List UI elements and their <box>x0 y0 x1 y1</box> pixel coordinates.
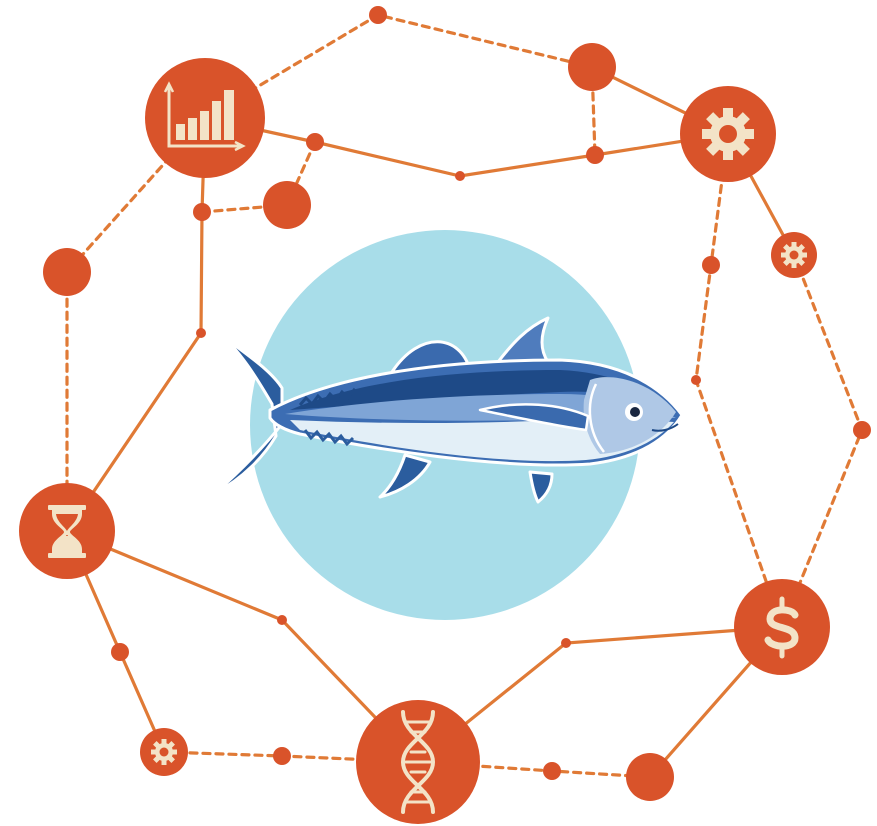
link <box>780 253 864 629</box>
pelvic-fin <box>528 470 554 504</box>
bar-chart-icon <box>163 81 246 152</box>
settings-hub <box>680 86 776 182</box>
pectoral-fin <box>478 403 590 432</box>
connector-node <box>306 133 324 151</box>
gear-icon <box>151 739 177 765</box>
connector-node <box>277 615 287 625</box>
fish-mouth <box>651 423 679 432</box>
plain-node <box>263 181 311 229</box>
link <box>694 132 784 629</box>
settings-small-hub <box>771 232 817 278</box>
analytics-hub <box>145 58 265 178</box>
finlets-bottom <box>303 429 355 447</box>
connector-node <box>111 643 129 661</box>
finlets <box>298 387 362 407</box>
genetics-hub <box>356 700 480 824</box>
gear-icon <box>781 242 807 268</box>
link <box>65 116 207 533</box>
second-dorsal-fin <box>496 316 550 364</box>
connector-node <box>273 747 291 765</box>
connector-node <box>193 203 211 221</box>
connector-node <box>561 638 571 648</box>
fish-belly <box>290 420 674 462</box>
time-hub <box>19 483 115 579</box>
connector-node <box>702 256 720 274</box>
gear-icon <box>702 108 754 160</box>
finance-hub <box>734 579 830 675</box>
dna-icon <box>400 710 436 814</box>
fish-pupil <box>630 407 640 417</box>
plain-node <box>626 753 674 801</box>
connector-node <box>369 6 387 24</box>
settings-small-2-hub <box>140 728 188 776</box>
connector-node <box>543 762 561 780</box>
connector-node <box>196 328 206 338</box>
connector-node <box>691 375 701 385</box>
connector-node <box>455 171 465 181</box>
gill-line <box>588 383 605 453</box>
tuna-fish-illustration <box>212 316 684 504</box>
link <box>203 116 730 178</box>
hourglass-icon <box>48 505 86 558</box>
plain-node <box>43 248 91 296</box>
back-stripe <box>290 370 670 410</box>
connector-node <box>853 421 871 439</box>
connector-node <box>586 146 604 164</box>
dollar-icon <box>764 596 799 659</box>
plain-node <box>568 43 616 91</box>
link <box>203 13 594 120</box>
connector-nodes <box>43 6 871 801</box>
link <box>65 116 207 533</box>
anal-fin <box>378 453 432 499</box>
